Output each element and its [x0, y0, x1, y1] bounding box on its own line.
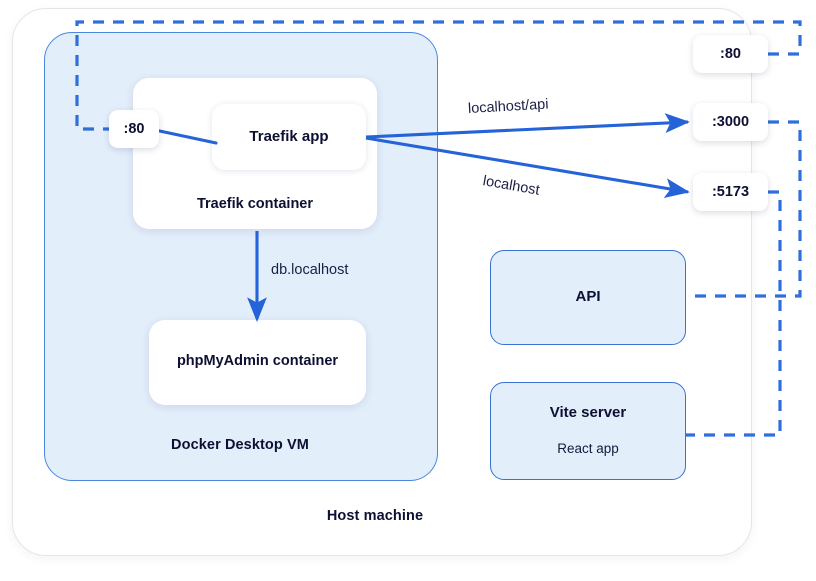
host-machine-label: Host machine — [326, 508, 424, 524]
edge-label-db-localhost: db.localhost — [271, 262, 349, 278]
port-chip-3000[interactable]: :3000 — [693, 103, 768, 141]
docker-desktop-vm-label: Docker Desktop VM — [171, 437, 309, 453]
port-chip-80[interactable]: :80 — [693, 35, 768, 73]
phpmyadmin-container-label: phpMyAdmin container — [176, 353, 339, 369]
api-service-label: API — [575, 288, 601, 305]
phpmyadmin-container-card[interactable] — [149, 320, 366, 405]
vite-server-title: Vite server — [549, 404, 627, 421]
traefik-app-label: Traefik app — [249, 128, 329, 145]
vite-server-card[interactable] — [490, 382, 686, 480]
vite-server-subtitle: React app — [557, 441, 619, 456]
api-service-card[interactable] — [490, 250, 686, 345]
traefik-container-label: Traefik container — [196, 196, 314, 212]
port-chip-internal-80[interactable]: :80 — [109, 110, 159, 148]
port-chip-5173[interactable]: :5173 — [693, 173, 768, 211]
